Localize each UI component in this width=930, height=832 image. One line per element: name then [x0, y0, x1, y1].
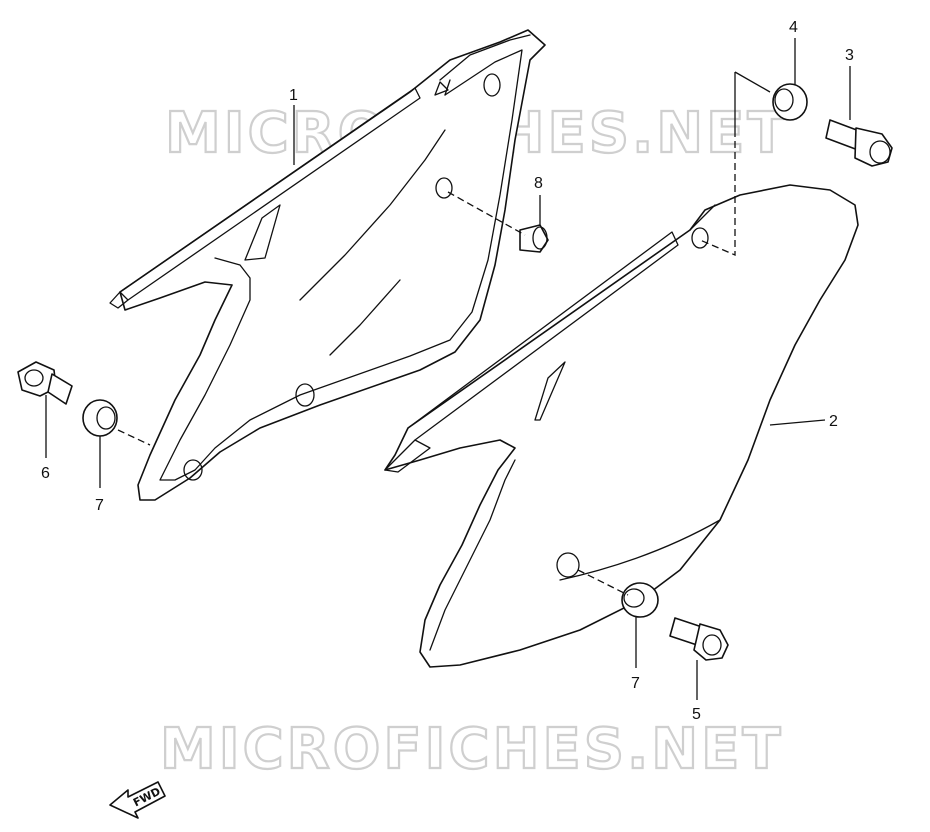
- callout-4: 4: [789, 19, 798, 36]
- callout-3: 3: [845, 47, 854, 64]
- callout-1: 1: [289, 87, 298, 104]
- part-1-inner-frame-cover[interactable]: [109, 29, 546, 501]
- part-3-bolt[interactable]: [825, 119, 893, 167]
- part-4-grommet[interactable]: [772, 83, 808, 121]
- part-8-spacer[interactable]: [519, 224, 549, 253]
- part-6-bolt[interactable]: [17, 361, 73, 405]
- watermark-bottom: MICROFICHES.NET: [160, 717, 784, 782]
- callout-6: 6: [41, 465, 50, 482]
- part-7-collar-left[interactable]: [82, 399, 118, 437]
- callout-5: 5: [692, 706, 701, 723]
- callout-7-left: 7: [95, 497, 104, 514]
- fwd-arrow-icon: FWD: [109, 781, 166, 819]
- part-5-bolt[interactable]: [669, 617, 729, 661]
- callout-2: 2: [829, 413, 838, 430]
- callout-8: 8: [534, 175, 543, 192]
- leader-lines: [45, 38, 851, 700]
- part-7-collar-lower[interactable]: [621, 582, 659, 618]
- callout-7-lower: 7: [631, 675, 640, 692]
- part-2-side-cover[interactable]: [384, 184, 859, 668]
